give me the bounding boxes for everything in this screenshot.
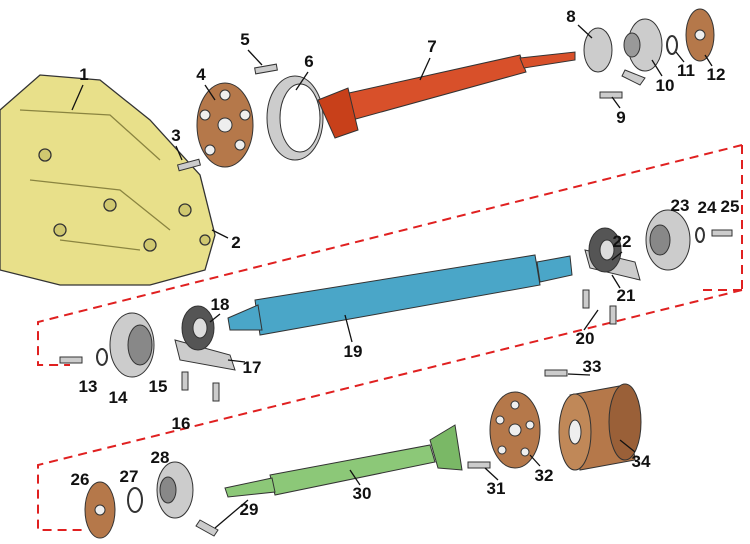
flange-23	[645, 209, 691, 271]
part-label-30: 30	[352, 484, 372, 503]
part-label-32: 32	[534, 466, 554, 485]
part-label-9: 9	[616, 108, 626, 127]
part-label-3: 3	[171, 126, 181, 145]
part-label-18: 18	[210, 295, 230, 314]
part-label-11: 11	[677, 61, 695, 80]
centering-ring-6	[266, 75, 324, 161]
part-label-22: 22	[612, 232, 632, 251]
flange-15	[109, 312, 155, 378]
flexible-coupling-32	[489, 391, 541, 469]
part-label-7: 7	[427, 37, 437, 56]
flange-28	[156, 461, 194, 519]
bolt-33	[544, 369, 568, 377]
connector-line-lower	[37, 289, 743, 531]
washer-14	[96, 348, 108, 366]
part-label-34: 34	[631, 452, 651, 471]
washer-11	[666, 35, 678, 55]
screws-16	[181, 371, 220, 402]
washer-24	[695, 227, 705, 243]
part-label-16: 16	[171, 414, 191, 433]
connector-line-upper	[37, 144, 743, 366]
bolt-13	[59, 356, 83, 364]
washer-27	[127, 487, 143, 513]
part-label-19: 19	[343, 342, 363, 361]
flexible-coupling-26	[84, 481, 116, 539]
part-label-12: 12	[706, 65, 726, 84]
damper-34	[558, 383, 642, 471]
part-label-1: 1	[79, 65, 89, 84]
flange-10	[621, 18, 663, 86]
part-label-28: 28	[150, 448, 170, 467]
part-label-25: 25	[720, 197, 740, 216]
part-label-27: 27	[119, 467, 139, 486]
bolt-3	[176, 158, 202, 172]
flexible-coupling-4	[196, 82, 254, 168]
assembly-connector-lines	[37, 144, 743, 531]
part-label-14: 14	[108, 388, 128, 407]
part-label-20: 20	[575, 329, 595, 348]
intermediate-support-17	[174, 305, 236, 371]
part-label-21: 21	[616, 286, 636, 305]
bolt-5	[254, 63, 278, 75]
front-shaft-7	[317, 51, 576, 139]
screws-20	[582, 289, 617, 325]
part-label-15: 15	[148, 377, 168, 396]
bolt-25	[711, 229, 733, 237]
bolt-9	[599, 91, 623, 99]
leader-lines	[71, 24, 713, 529]
flexible-coupling-12	[685, 8, 715, 62]
part-label-31: 31	[486, 479, 506, 498]
plate-8	[583, 27, 613, 73]
part-label-4: 4	[196, 65, 206, 84]
part-label-13: 13	[78, 377, 98, 396]
part-label-24: 24	[697, 198, 717, 217]
bolt-29	[195, 519, 219, 537]
gearbox-housing	[0, 74, 216, 286]
part-label-10: 10	[655, 76, 675, 95]
intermediate-shaft-19	[227, 254, 573, 336]
part-label-5: 5	[240, 30, 250, 49]
part-label-23: 23	[670, 196, 690, 215]
bolt-31	[467, 461, 491, 469]
part-label-33: 33	[582, 357, 602, 376]
intermediate-support-21	[584, 227, 641, 281]
part-label-26: 26	[70, 470, 90, 489]
part-label-8: 8	[566, 7, 576, 26]
part-label-29: 29	[239, 500, 259, 519]
part-label-17: 17	[242, 358, 262, 377]
rear-shaft-30	[224, 424, 463, 498]
part-label-6: 6	[304, 52, 314, 71]
part-label-2: 2	[231, 233, 241, 252]
